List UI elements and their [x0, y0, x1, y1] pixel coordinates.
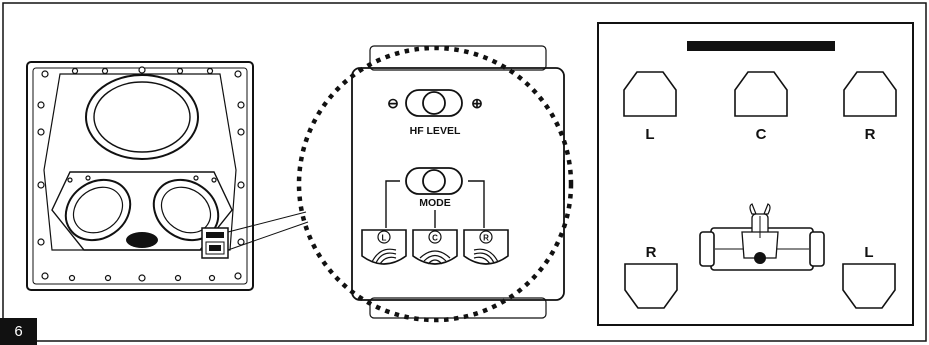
- speaker-front-left-label: L: [645, 126, 654, 143]
- mode-icon-right-letter: R: [483, 234, 489, 243]
- hf-level-minus-icon: ⊖: [387, 95, 399, 111]
- lower-housing: [51, 171, 233, 251]
- sofa-arm-right: [809, 231, 825, 267]
- panel-hf-switch: [206, 232, 224, 238]
- listener-head: [754, 252, 766, 264]
- speaker-outer-frame: [26, 61, 254, 291]
- hf-level-label: HF LEVEL: [410, 125, 461, 137]
- woofer-top-outer: [85, 74, 199, 160]
- zoom-magnifier-circle: [296, 45, 574, 323]
- mode-bracket-left: [385, 180, 400, 228]
- mode-bracket-right: [468, 180, 485, 228]
- callout-line-upper: [227, 211, 307, 233]
- figure-number-badge: 6: [0, 318, 37, 345]
- zoom-panel-top-tab: [369, 45, 547, 71]
- speaker-rear-left-label: L: [864, 244, 873, 261]
- speaker-rear-left: [842, 263, 896, 309]
- listener-torso: [741, 231, 779, 259]
- panel-mode-knob: [209, 245, 221, 251]
- woofer-left: [64, 178, 132, 242]
- hf-level-plus-icon: ⊕: [471, 95, 483, 111]
- speaker-center-label: C: [756, 126, 767, 143]
- mounting-screws: [37, 66, 245, 282]
- speaker-front-view: [26, 61, 254, 291]
- sofa-arm-left: [699, 231, 715, 267]
- callout-line-lower: [227, 221, 309, 251]
- woofer-left-inner: [72, 186, 124, 234]
- speaker-front-right-label: R: [865, 126, 876, 143]
- speaker-baffle: [43, 73, 237, 251]
- mode-icon-center: C: [412, 229, 458, 265]
- mode-icon-right: R: [463, 229, 509, 265]
- speaker-center: [734, 71, 788, 117]
- speaker-front-left: [623, 71, 677, 117]
- mode-icon-left: L: [361, 229, 407, 265]
- mode-icon-center-letter: C: [432, 234, 438, 243]
- hf-level-slider-knob[interactable]: [422, 91, 446, 115]
- mode-slider-knob[interactable]: [422, 169, 446, 193]
- panel-mode-switch: [205, 241, 225, 255]
- sofa-with-listener: [699, 203, 825, 271]
- speaker-rear-right: [624, 263, 678, 309]
- room-layout-diagram: L C R R L: [597, 22, 914, 326]
- speaker-front-right: [843, 71, 897, 117]
- tweeter: [126, 232, 158, 248]
- mode-label: MODE: [419, 197, 451, 209]
- woofer-right-inner: [160, 186, 212, 234]
- listener-feet: [749, 203, 771, 215]
- mode-icon-left-letter: L: [382, 234, 387, 243]
- speaker-rear-right-label: R: [646, 244, 657, 261]
- woofer-top-inner: [93, 81, 191, 153]
- control-panel-zoom: ⊖ ⊕ HF LEVEL MODE L C R: [351, 45, 565, 319]
- tv-screen: [687, 41, 835, 51]
